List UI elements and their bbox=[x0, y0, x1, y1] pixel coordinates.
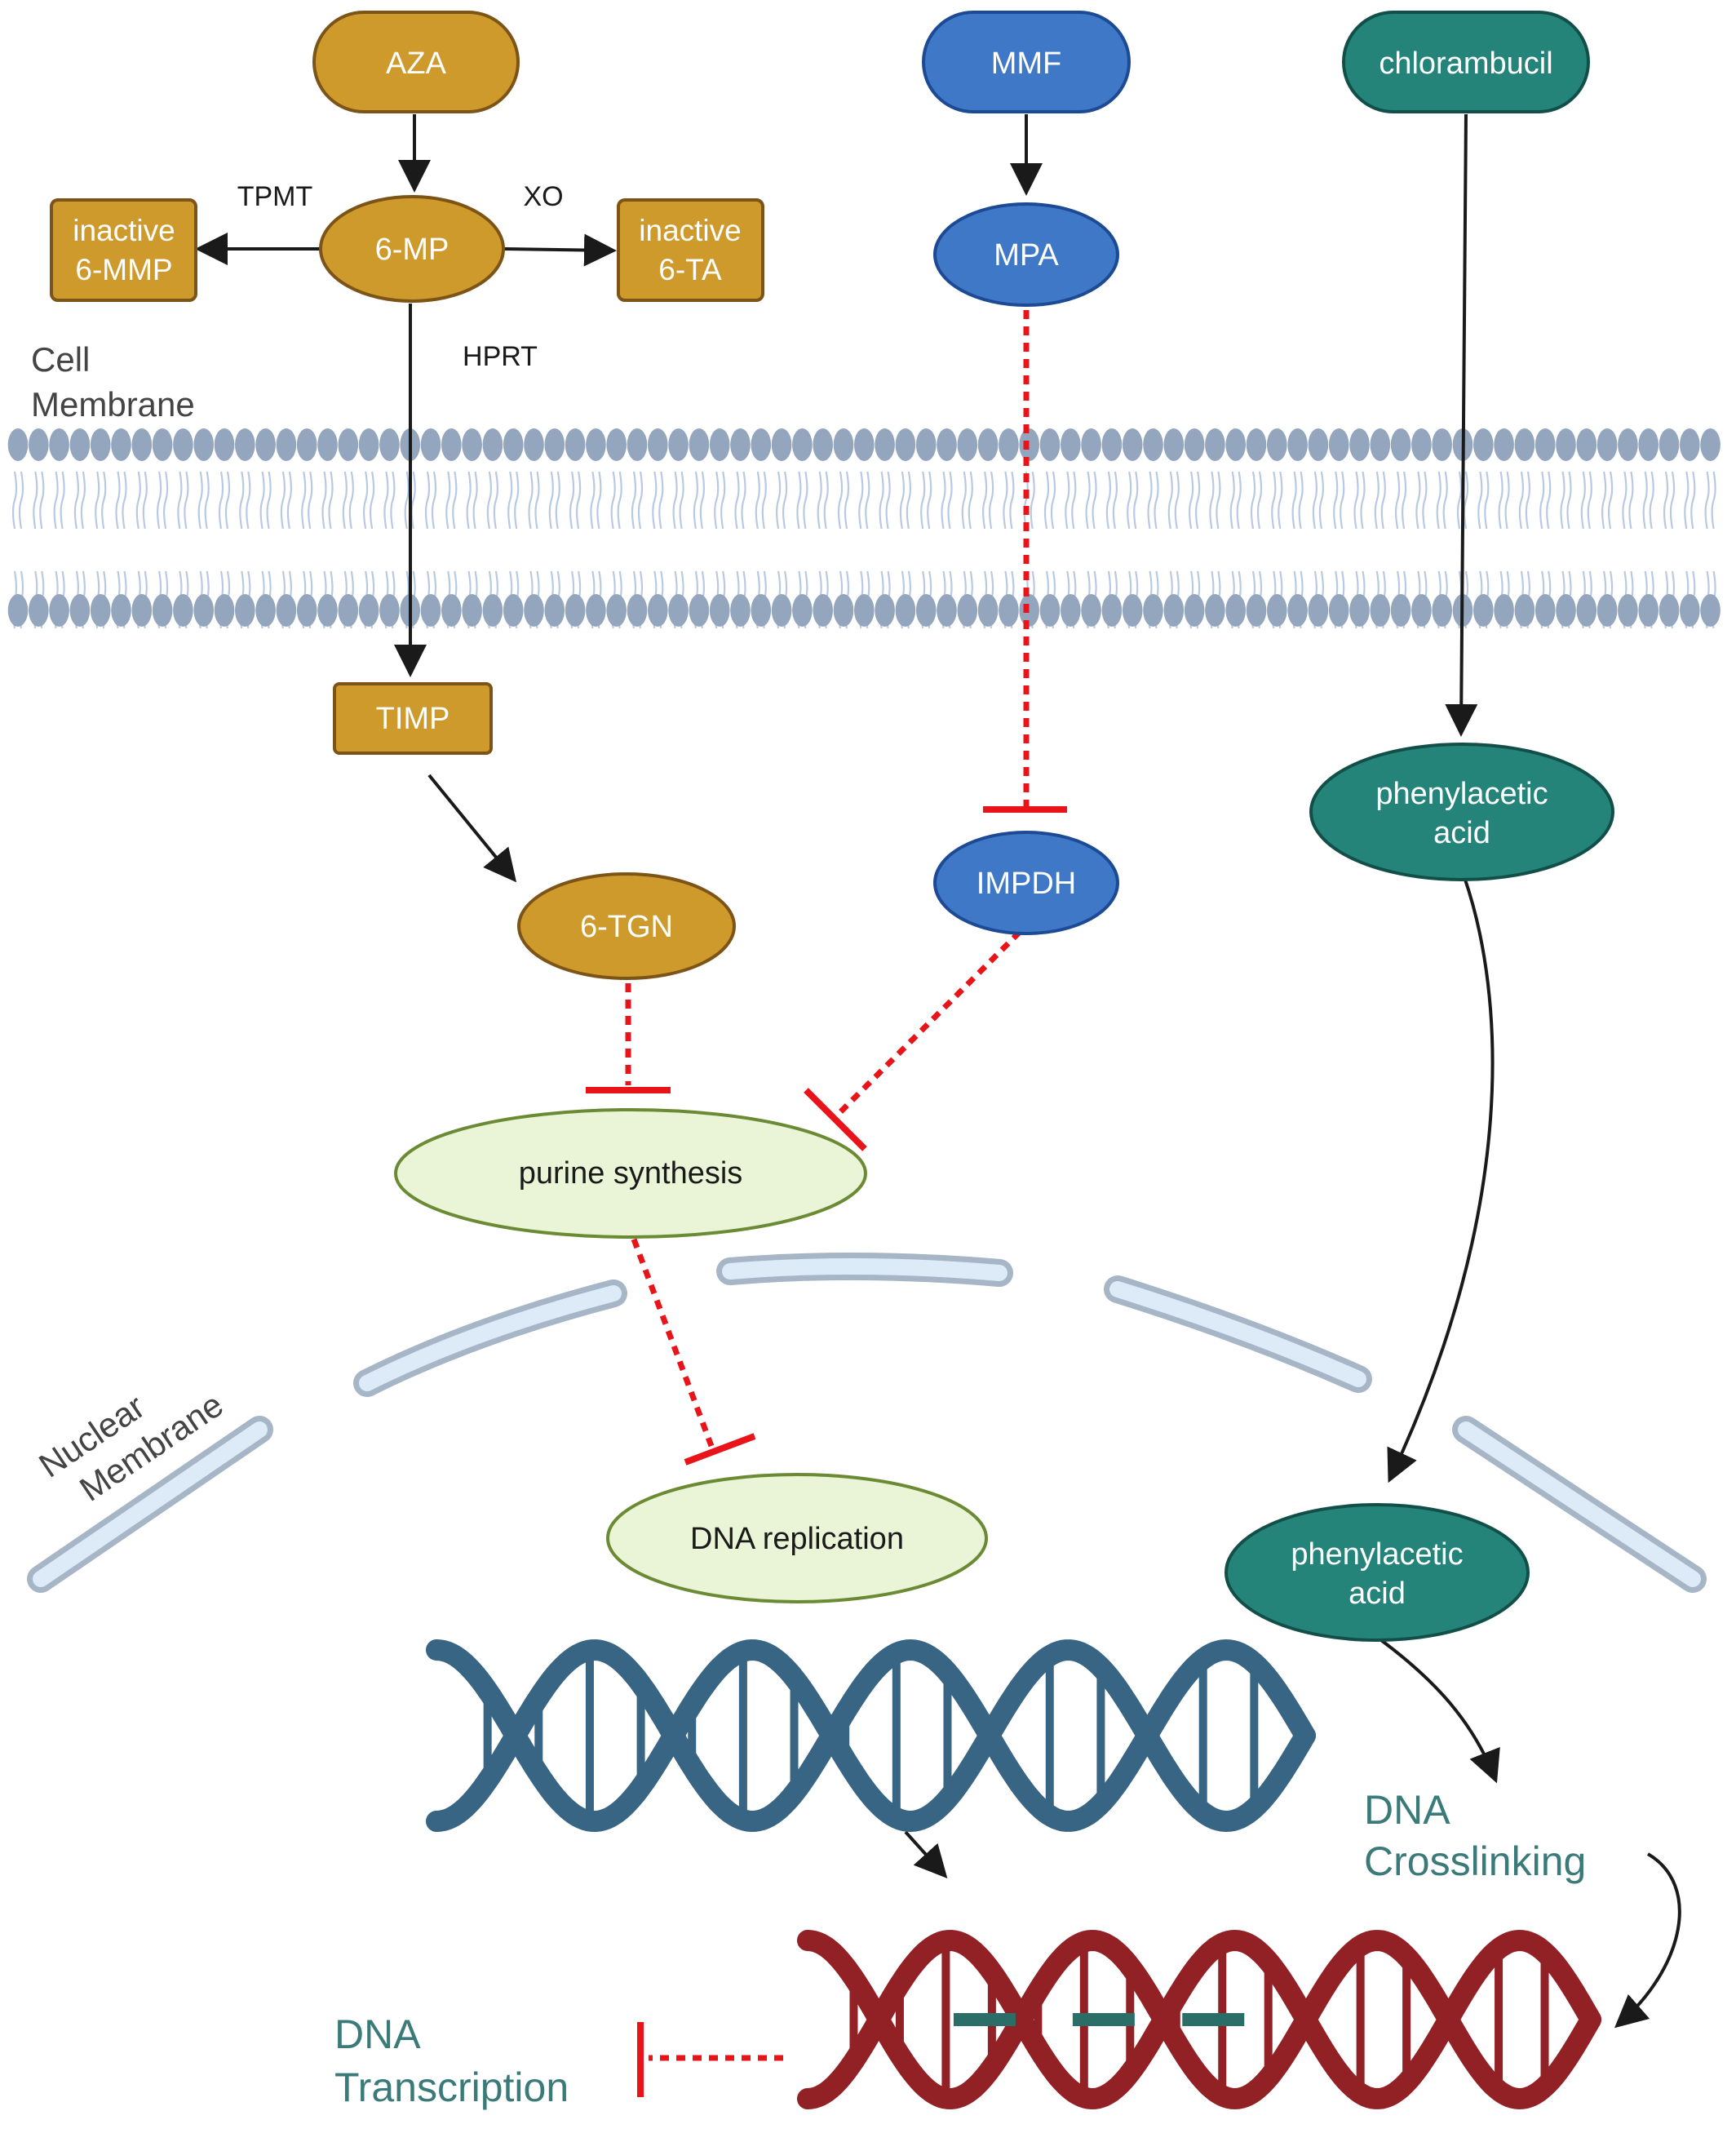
nuclear-membrane-label: Nuclear Membrane bbox=[32, 1385, 230, 1508]
phenylacetic-acid-node-cytoplasm: phenylacetic acid bbox=[1309, 743, 1614, 881]
6mmp-line-1: inactive bbox=[73, 214, 175, 247]
svg-text:Membrane: Membrane bbox=[31, 385, 195, 424]
aza-label: AZA bbox=[386, 47, 447, 81]
nuclear-membrane-inner bbox=[33, 1257, 1701, 1587]
phenylacetic-2-line-2: acid bbox=[1348, 1577, 1406, 1611]
6ta-line-1: inactive bbox=[639, 214, 741, 247]
aza-node: AZA bbox=[312, 11, 520, 113]
phenylacetic-2-line-1: phenylacetic bbox=[1291, 1537, 1463, 1572]
mmf-label: MMF bbox=[991, 47, 1062, 81]
6tgn-node: 6-TGN bbox=[517, 872, 736, 980]
arrow-phenylacetic-to-nuclear bbox=[1387, 876, 1495, 1483]
tpmt-label: TPMT bbox=[237, 181, 313, 212]
arrow-blue-dna-to-red-dna bbox=[904, 1830, 948, 1878]
cell-membrane-label: Cell Membrane bbox=[31, 340, 195, 424]
chlorambucil-label: chlorambucil bbox=[1379, 47, 1552, 81]
dna-double-helix-red-crosslinked bbox=[797, 1929, 1601, 2110]
arrow-phenylacetic-to-crosslinking bbox=[1380, 1639, 1500, 1784]
timp-node: TIMP bbox=[333, 682, 493, 755]
svg-text:Cell: Cell bbox=[31, 340, 90, 379]
svg-text:DNA: DNA bbox=[334, 2011, 421, 2057]
dna-double-helix-blue bbox=[426, 1639, 1316, 1833]
inhibit-impdh-purine bbox=[834, 929, 1022, 1119]
impdh-node: IMPDH bbox=[933, 831, 1119, 935]
svg-text:Transcription: Transcription bbox=[334, 2064, 569, 2110]
arrow-timp-to-6tgn bbox=[427, 774, 517, 883]
6mmp-line-2: 6-MMP bbox=[75, 253, 172, 286]
dna-replication-node: DNA replication bbox=[606, 1473, 988, 1603]
svg-text:Crosslinking: Crosslinking bbox=[1364, 1838, 1586, 1884]
activation-arrows bbox=[195, 113, 1681, 2029]
svg-text:DNA: DNA bbox=[1364, 1787, 1450, 1833]
phenylacetic-1-line-1: phenylacetic bbox=[1375, 777, 1548, 811]
inhibit-purine-dna-replication bbox=[625, 1222, 715, 1448]
purine-synthesis-label: purine synthesis bbox=[519, 1156, 743, 1191]
xo-label: XO bbox=[523, 181, 563, 212]
purine-synthesis-node: purine synthesis bbox=[394, 1108, 867, 1239]
phenylacetic-acid-node-nucleus: phenylacetic acid bbox=[1224, 1503, 1530, 1642]
6ta-line-2: 6-TA bbox=[658, 253, 722, 286]
arrow-crosslinking-to-red-dna bbox=[1614, 1852, 1681, 2029]
chlorambucil-node: chlorambucil bbox=[1342, 11, 1590, 113]
timp-label: TIMP bbox=[376, 702, 450, 736]
arrow-6mp-to-6ta bbox=[503, 233, 617, 267]
impdh-label: IMPDH bbox=[976, 867, 1076, 901]
dna-transcription-label: DNA Transcription bbox=[334, 2011, 569, 2110]
inhibition-lines bbox=[586, 310, 1067, 2097]
hprt-label: HPRT bbox=[463, 341, 538, 372]
mpa-node: MPA bbox=[933, 202, 1119, 307]
mpa-label: MPA bbox=[994, 238, 1059, 273]
6mp-node: 6-MP bbox=[319, 195, 505, 303]
6tgn-label: 6-TGN bbox=[580, 910, 673, 944]
mmf-node: MMF bbox=[922, 11, 1131, 113]
arrow-chlorambucil-to-phenylacetic bbox=[1445, 113, 1478, 737]
phenylacetic-1-line-2: acid bbox=[1433, 816, 1490, 850]
cell-membrane-bilayer bbox=[7, 428, 1720, 629]
6mp-label: 6-MP bbox=[375, 233, 450, 267]
inactive-6ta-node: inactive 6-TA bbox=[617, 198, 764, 302]
dna-crosslinking-label: DNA Crosslinking bbox=[1364, 1787, 1586, 1884]
dna-replication-label: DNA replication bbox=[690, 1522, 904, 1556]
inactive-6mmp-node: inactive 6-MMP bbox=[50, 198, 197, 302]
